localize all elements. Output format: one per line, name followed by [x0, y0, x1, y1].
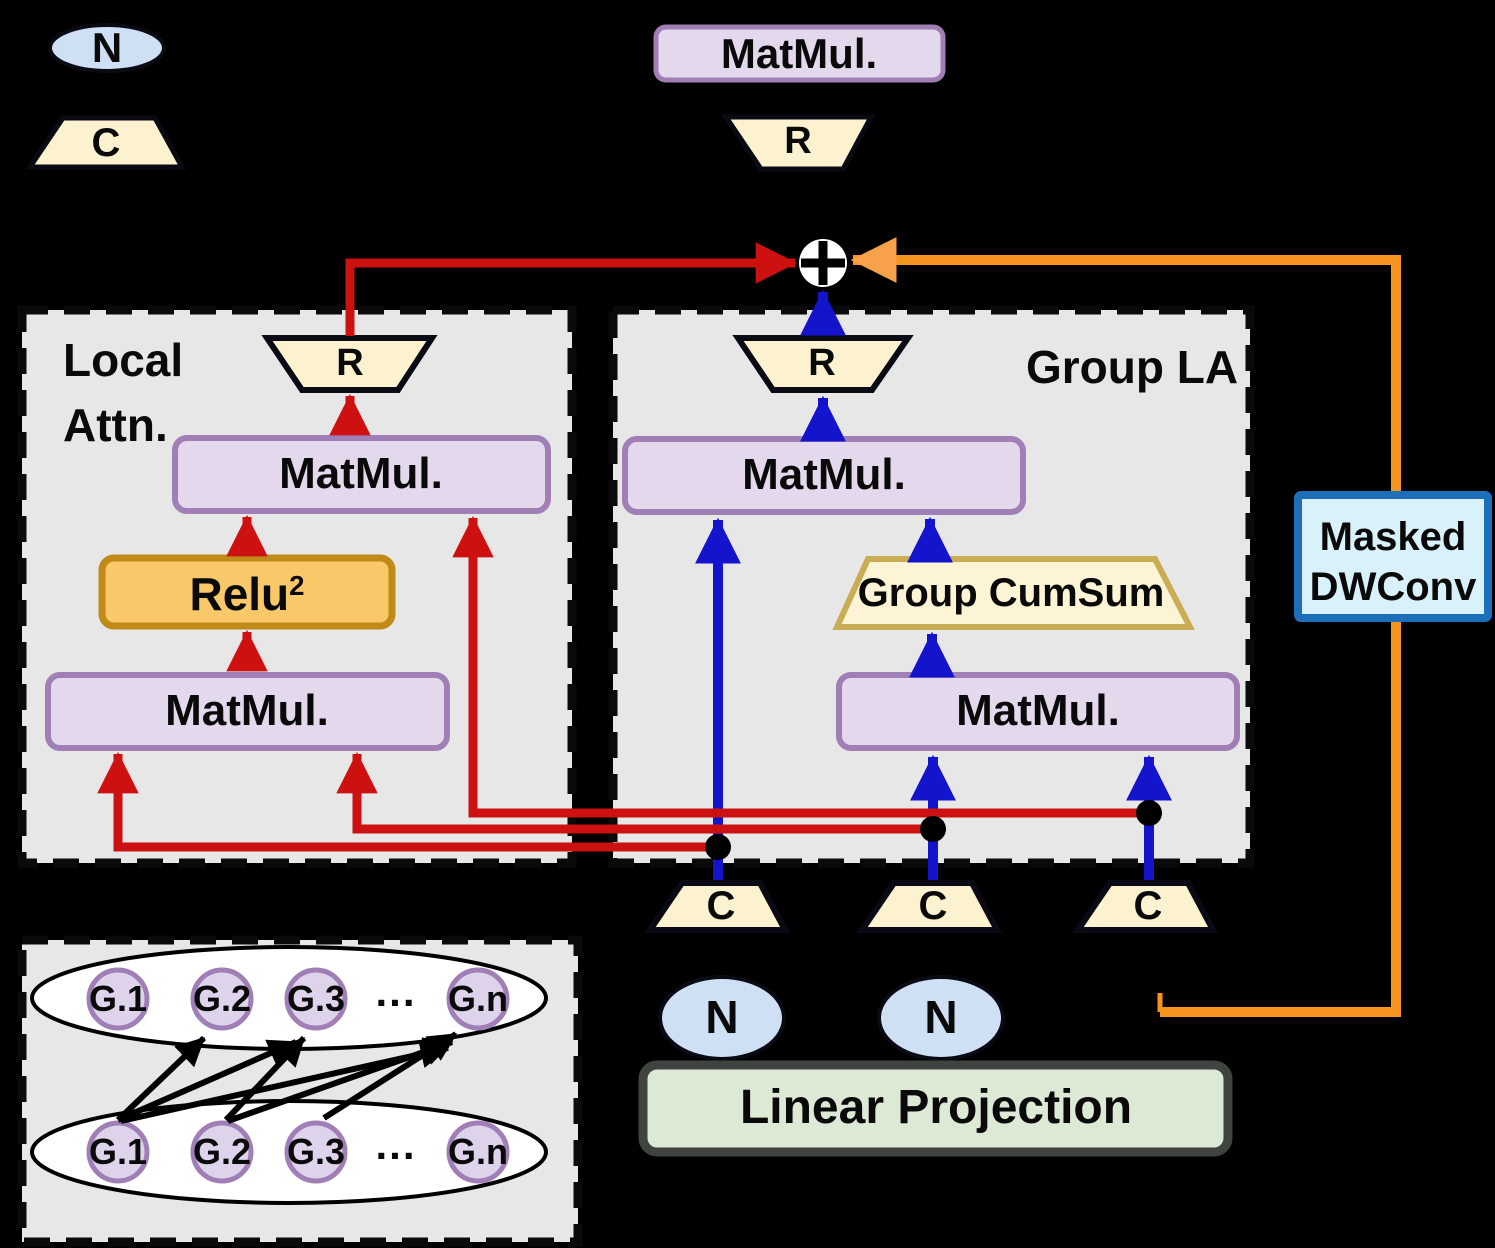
g-top-n: G.n: [448, 978, 508, 1019]
c-label-1: C: [706, 884, 736, 928]
relu-box: [98, 554, 396, 630]
local-attn-title-line1: Local: [63, 334, 184, 386]
legend-n-ellipse: [48, 23, 166, 73]
legend-c-label: C: [91, 121, 121, 165]
c-trapezoid-2: [856, 880, 1002, 933]
add-node: [799, 239, 847, 287]
c-label-3: C: [1133, 884, 1163, 928]
red-flow-arrows: [97, 242, 1149, 852]
relu-exponent: 2: [289, 569, 305, 601]
group-la-title: Group LA: [1025, 341, 1239, 393]
c-trapezoid-1: [644, 880, 790, 933]
local-matmul-lower-box: [45, 672, 450, 751]
masked-dwconv-box: [1294, 491, 1492, 622]
masked-dwconv-line2: DWConv: [1309, 565, 1477, 609]
group-cumsum-label: Group CumSum: [857, 571, 1165, 615]
n-ellipse-2: [877, 975, 1005, 1061]
g-top-dots: ...: [375, 968, 417, 1015]
local-matmul-upper-label: MatMul.: [279, 449, 443, 498]
masked-dwconv-line1: Masked: [1319, 515, 1467, 559]
junction-dots: [705, 800, 1162, 860]
c-label-2: C: [918, 884, 948, 928]
top-r-trapezoid: [721, 114, 876, 172]
n-label-2: N: [924, 991, 958, 1043]
group-cumsum-trapezoid: [832, 556, 1195, 630]
group-causal-arrows: [115, 1031, 458, 1124]
g-bottom-1: G.1: [88, 1131, 148, 1172]
legend-c-trapezoid: [25, 115, 187, 170]
local-matmul-upper-box: [172, 435, 551, 514]
relu-label: Relu2: [189, 571, 304, 617]
group-matmul-upper-label: MatMul.: [742, 450, 906, 499]
orange-dwconv-path: [850, 237, 1401, 1017]
local-matmul-lower-label: MatMul.: [165, 686, 329, 735]
masked-dwconv-label: Masked DWConv: [1310, 512, 1477, 612]
g-bottom-3: G.3: [286, 1131, 346, 1172]
n-label-1: N: [705, 991, 739, 1043]
c-trapezoid-3: [1072, 880, 1218, 933]
group-matmul-lower-label: MatMul.: [956, 686, 1120, 735]
g-bottom-dots: ...: [375, 1121, 417, 1168]
g-bottom-2: G.2: [192, 1131, 252, 1172]
legend-n-label: N: [91, 24, 123, 71]
blue-flow-arrows: [695, 289, 1172, 880]
group-r-label: R: [808, 342, 836, 384]
g-top-1: G.1: [88, 978, 148, 1019]
group-r-trapezoid: [732, 335, 914, 393]
linear-projection-box: [638, 1060, 1233, 1157]
g-top-2: G.2: [192, 978, 252, 1019]
local-r-label: R: [336, 342, 364, 384]
g-bottom-n: G.n: [448, 1131, 508, 1172]
relu-base: Relu: [189, 568, 290, 620]
n-ellipse-1: [658, 975, 786, 1061]
local-attn-title-line2: Attn.: [63, 399, 168, 452]
local-r-trapezoid: [261, 335, 438, 393]
group-matmul-lower-box: [836, 672, 1240, 751]
top-r-label: R: [784, 120, 812, 162]
linear-projection-label: Linear Projection: [739, 1081, 1133, 1134]
g-top-3: G.3: [286, 978, 346, 1019]
top-matmul-label: MatMul.: [720, 30, 878, 77]
top-matmul-box: [653, 24, 946, 83]
local-attn-title: Local Attn.: [63, 328, 183, 459]
